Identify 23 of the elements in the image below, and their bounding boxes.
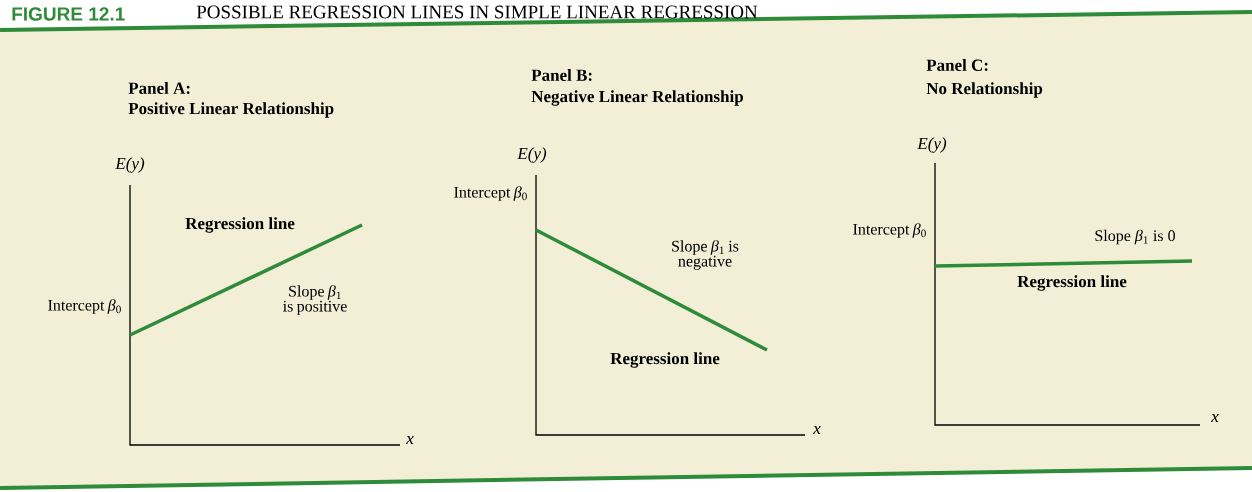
- axis-label: x: [813, 426, 821, 434]
- panel-heading: Positive Linear Relationship: [128, 102, 334, 118]
- panel-heading: Panel B:: [531, 69, 592, 81]
- slope-label: Slope β$_{1}$ is negative: [672, 240, 739, 270]
- line-label: Regression line: [1017, 275, 1127, 291]
- axis-label: E(y): [115, 157, 145, 173]
- intercept-label: Intercept β$_{0}$: [48, 299, 121, 314]
- slope-label: Slope β$_{1}$ is positive: [283, 285, 347, 315]
- panel-heading: Panel C:: [926, 59, 988, 71]
- intercept-label: Intercept β$_{0}$: [853, 223, 926, 238]
- panel-heading: No Relationship: [926, 82, 1043, 98]
- axis-label: x: [1211, 414, 1219, 422]
- axis-label: E(y): [517, 147, 547, 163]
- line-label: Regression line: [185, 217, 295, 233]
- figure-title: POSSIBLE REGRESSION LINES IN SIMPLE LINEAR REGRESSION: [196, 5, 758, 19]
- line-label: Regression line: [610, 352, 720, 368]
- panel-heading: Negative Linear Relationship: [531, 90, 743, 106]
- panel-heading: Panel A:: [128, 82, 190, 94]
- slope-label: Slope β$_{1}$ is 0: [1095, 229, 1175, 245]
- axis-label: E(y): [917, 137, 947, 153]
- axis-label: x: [406, 436, 414, 444]
- figure-number: FIGURE 12.1: [12, 7, 125, 21]
- intercept-label: Intercept β$_{0}$: [454, 186, 527, 201]
